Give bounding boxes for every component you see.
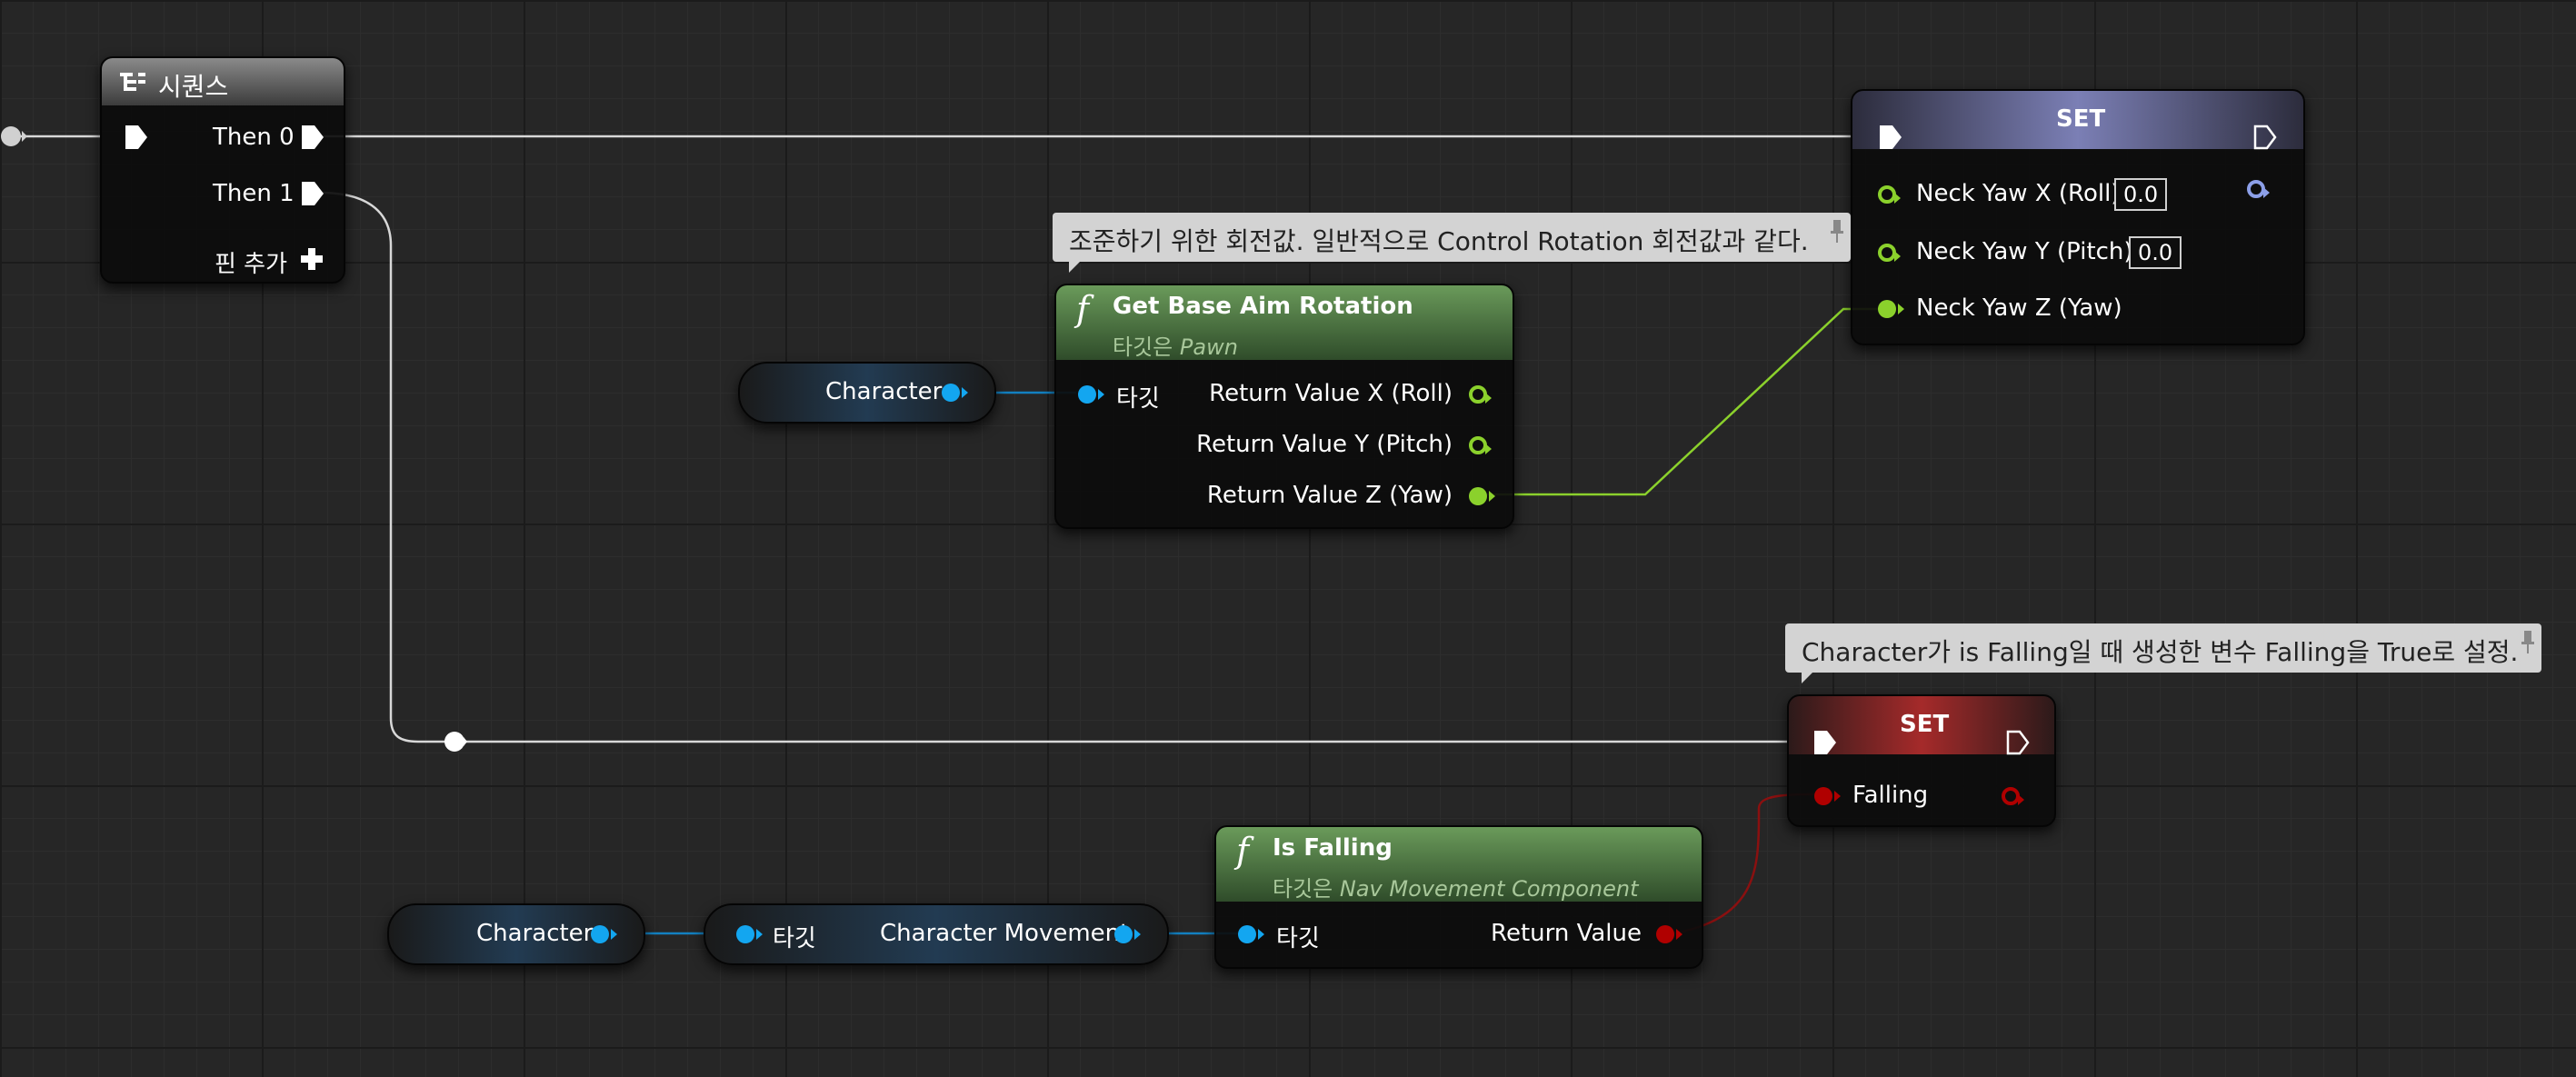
sequence-then0-pin[interactable] <box>300 124 325 151</box>
character-movement-label: Character Movement <box>880 920 1130 947</box>
character-variable-top-pin[interactable] <box>942 384 968 402</box>
function-icon: f <box>1076 289 1090 329</box>
is-falling-return-label: Return Value <box>1491 920 1642 947</box>
neck-yaw-y-input[interactable]: 0.0 <box>2129 236 2182 269</box>
neck-yaw-x-label: Neck Yaw X (Roll) <box>1916 180 2121 207</box>
neck-yaw-y-label: Neck Yaw Y (Pitch) <box>1916 238 2133 265</box>
movement-target-pin[interactable] <box>736 925 763 943</box>
is-falling-target-text: 타깃은 Nav Movement Component <box>1273 876 1639 902</box>
sequence-then0-label: Then 0 <box>213 124 295 151</box>
set-node-neck-yaw-header <box>1852 91 2303 149</box>
aim-target-pin[interactable] <box>1078 385 1104 404</box>
set-node-falling-title: SET <box>1900 711 1950 738</box>
neck-yaw-z-pin[interactable] <box>1878 300 1904 318</box>
return-z-label: Return Value Z (Yaw) <box>1206 482 1453 509</box>
sequence-then1-pin[interactable] <box>300 180 325 207</box>
is-falling-return-pin[interactable] <box>1656 925 1682 943</box>
set-exec-out-pin[interactable] <box>2252 124 2278 151</box>
falling-label: Falling <box>1852 782 1929 809</box>
set-node-neck-yaw-title: SET <box>2056 105 2106 133</box>
is-falling-target-label: 타깃 <box>1276 925 1320 952</box>
function-icon: f <box>1236 831 1250 871</box>
get-base-aim-rotation-header <box>1056 285 1513 360</box>
return-z-pin[interactable] <box>1469 487 1495 505</box>
character-variable-bottom-label: Character <box>476 920 594 947</box>
comment-aim-rotation-text: 조준하기 위한 회전값. 일반적으로 Control Rotation 회전값과… <box>1069 226 1809 256</box>
character-movement-output-pin[interactable] <box>1114 925 1141 943</box>
return-y-label: Return Value Y (Pitch) <box>1196 431 1453 458</box>
neck-yaw-x-input[interactable]: 0.0 <box>2114 178 2168 211</box>
set-output-struct-pin[interactable] <box>2247 180 2270 198</box>
neck-yaw-z-label: Neck Yaw Z (Yaw) <box>1916 294 2122 322</box>
reroute-node[interactable] <box>444 730 467 753</box>
comment-aim-rotation: 조준하기 위한 회전값. 일반적으로 Control Rotation 회전값과… <box>1053 213 1851 273</box>
sequence-icon <box>120 73 145 91</box>
is-falling-node[interactable]: f Is Falling 타깃은 Nav Movement Component … <box>1214 825 1703 969</box>
is-falling-title: Is Falling <box>1273 834 1393 862</box>
comment-falling: Character가 is Falling일 때 생성한 변수 Falling을… <box>1785 623 2541 683</box>
character-variable-bottom-pin[interactable] <box>591 925 617 943</box>
comment-pin-icon[interactable] <box>2521 631 2534 654</box>
set-node-neck-yaw[interactable]: SET Neck Yaw X (Roll) 0.0 Neck Yaw Y (Pi… <box>1851 89 2305 345</box>
neck-yaw-y-pin[interactable] <box>1878 244 1901 262</box>
sequence-exec-in-pin[interactable] <box>124 124 149 151</box>
falling-output-pin[interactable] <box>2002 787 2024 805</box>
graph-input-pin[interactable] <box>1 126 27 146</box>
return-x-label: Return Value X (Roll) <box>1209 380 1453 407</box>
get-base-aim-rotation-node[interactable]: f Get Base Aim Rotation 타깃은 Pawn 타깃 Retu… <box>1054 284 1514 529</box>
set-exec-in-pin[interactable] <box>1878 124 1903 151</box>
aim-target-label: 타깃 <box>1116 385 1160 413</box>
character-variable-top[interactable]: Character <box>738 362 996 424</box>
sequence-node[interactable]: 시퀀스 Then 0 Then 1 핀 추가 <box>100 56 345 284</box>
get-base-aim-rotation-title: Get Base Aim Rotation <box>1113 293 1413 320</box>
bool-wire-isfalling-to-set <box>1673 793 1818 935</box>
character-movement-node[interactable]: 타깃 Character Movement <box>704 903 1169 965</box>
return-y-pin[interactable] <box>1469 436 1492 454</box>
add-pin-icon[interactable] <box>300 247 324 271</box>
character-variable-bottom[interactable]: Character <box>387 903 645 965</box>
get-base-aim-rotation-target-text: 타깃은 Pawn <box>1113 334 1238 360</box>
is-falling-header <box>1216 827 1702 902</box>
set-falling-exec-out-pin[interactable] <box>2005 729 2031 756</box>
sequence-then1-label: Then 1 <box>213 180 295 207</box>
comment-pin-icon[interactable] <box>1831 220 1843 244</box>
sequence-node-title: 시퀀스 <box>158 72 229 102</box>
set-falling-exec-in-pin[interactable] <box>1812 729 1838 756</box>
movement-target-label: 타깃 <box>773 925 816 952</box>
neck-yaw-x-pin[interactable] <box>1878 185 1901 204</box>
set-node-falling[interactable]: SET Falling <box>1787 694 2056 827</box>
float-wire-yaw <box>1482 307 1880 496</box>
return-x-pin[interactable] <box>1469 385 1492 404</box>
is-falling-target-pin[interactable] <box>1238 925 1264 943</box>
character-variable-top-label: Character <box>825 378 943 405</box>
comment-falling-text: Character가 is Falling일 때 생성한 변수 Falling을… <box>1802 637 2519 667</box>
exec-wire-then1-to-reroute <box>319 191 454 743</box>
add-pin-label[interactable]: 핀 추가 <box>215 251 288 278</box>
falling-input-pin[interactable] <box>1814 787 1841 805</box>
